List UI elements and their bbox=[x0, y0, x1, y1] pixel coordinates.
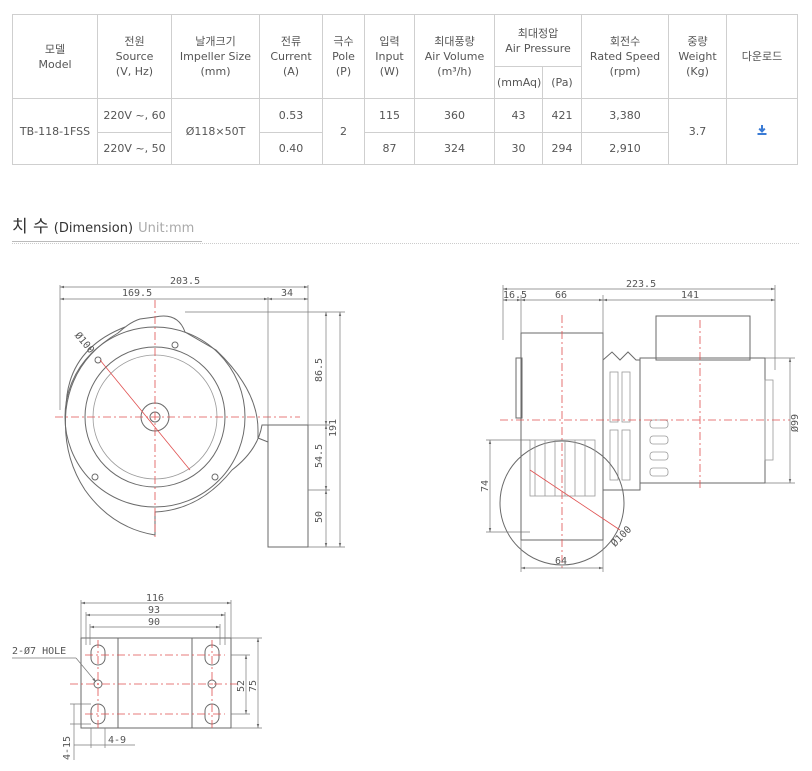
side-housing-width: 66 bbox=[555, 290, 567, 301]
pole-cell: 2 bbox=[322, 98, 365, 165]
current-cell: 0.53 bbox=[259, 98, 323, 133]
model-cell: TB-118-1FSS bbox=[12, 98, 98, 165]
side-outlet-height: 74 bbox=[480, 480, 491, 492]
dimension-heading: 치 수 (Dimension) Unit:mm bbox=[12, 212, 203, 242]
side-motor-diameter: Ø99 bbox=[789, 414, 801, 432]
col-pa: (Pa) bbox=[541, 66, 583, 99]
current-cell: 0.40 bbox=[259, 132, 323, 165]
dimension-title-ko: 치 수 bbox=[12, 217, 49, 237]
front-height-mid: 54.5 bbox=[314, 444, 325, 468]
download-icon[interactable] bbox=[756, 124, 768, 136]
base-height-outer: 75 bbox=[248, 680, 259, 692]
base-width-mid: 93 bbox=[148, 605, 160, 616]
mmaq-cell: 30 bbox=[494, 132, 543, 165]
base-width-outer: 116 bbox=[146, 593, 164, 604]
front-outlet-width: 34 bbox=[281, 288, 293, 299]
source-cell: 220V ~, 50 bbox=[97, 132, 172, 165]
front-height-upper: 86.5 bbox=[314, 358, 325, 382]
side-overall-width: 223.5 bbox=[626, 279, 656, 290]
air-volume-cell: 324 bbox=[414, 132, 495, 165]
base-view-drawing: 116 93 90 2-Ø7 HOLE 52 75 4-15 4-9 bbox=[12, 593, 262, 760]
speed-cell: 3,380 bbox=[581, 98, 670, 133]
base-hole-label: 2-Ø7 HOLE bbox=[12, 645, 66, 657]
header-subrow: (mmAq) (Pa) bbox=[13, 66, 798, 99]
side-inlet-diameter: Ø100 bbox=[609, 524, 635, 550]
col-download: 다운로드 bbox=[726, 14, 799, 99]
base-height-inner: 52 bbox=[236, 680, 247, 692]
air-volume-cell: 360 bbox=[414, 98, 495, 133]
mmaq-cell: 43 bbox=[494, 98, 543, 133]
download-cell bbox=[726, 98, 799, 165]
front-overall-width: 203.5 bbox=[170, 276, 200, 287]
side-offset: 16.5 bbox=[503, 290, 527, 301]
table-row: 220V ~, 50 0.40 87 324 30 294 2,910 bbox=[13, 132, 798, 165]
side-bottom-width: 64 bbox=[555, 556, 567, 567]
dimension-unit: Unit:mm bbox=[138, 221, 195, 236]
impeller-cell: Ø118×50T bbox=[171, 98, 260, 165]
base-width-inner: 90 bbox=[148, 617, 160, 628]
front-height-total: 191 bbox=[328, 419, 339, 437]
weight-cell: 3.7 bbox=[668, 98, 728, 165]
front-body-width: 169.5 bbox=[122, 288, 152, 299]
dimension-title-en: (Dimension) bbox=[53, 221, 134, 236]
base-slot-vertical: 4-15 bbox=[62, 736, 73, 760]
pa-cell: 421 bbox=[541, 98, 583, 133]
pa-cell: 294 bbox=[541, 132, 583, 165]
front-height-lower: 50 bbox=[314, 511, 325, 523]
table-row: TB-118-1FSS 220V ~, 60 Ø118×50T 0.53 2 1… bbox=[12, 98, 799, 165]
base-slot-horizontal: 4-9 bbox=[108, 735, 126, 746]
input-cell: 87 bbox=[364, 132, 415, 165]
dotted-divider bbox=[12, 243, 799, 244]
side-motor-width: 141 bbox=[681, 290, 699, 301]
front-view-drawing: Ø100 203.5 169.5 34 86.5 54.5 50 191 bbox=[55, 276, 345, 548]
speed-cell: 2,910 bbox=[581, 132, 670, 165]
source-cell: 220V ~, 60 bbox=[97, 98, 172, 133]
side-view-drawing: Ø100 223.5 16.5 66 141 Ø99 74 64 bbox=[480, 279, 801, 572]
